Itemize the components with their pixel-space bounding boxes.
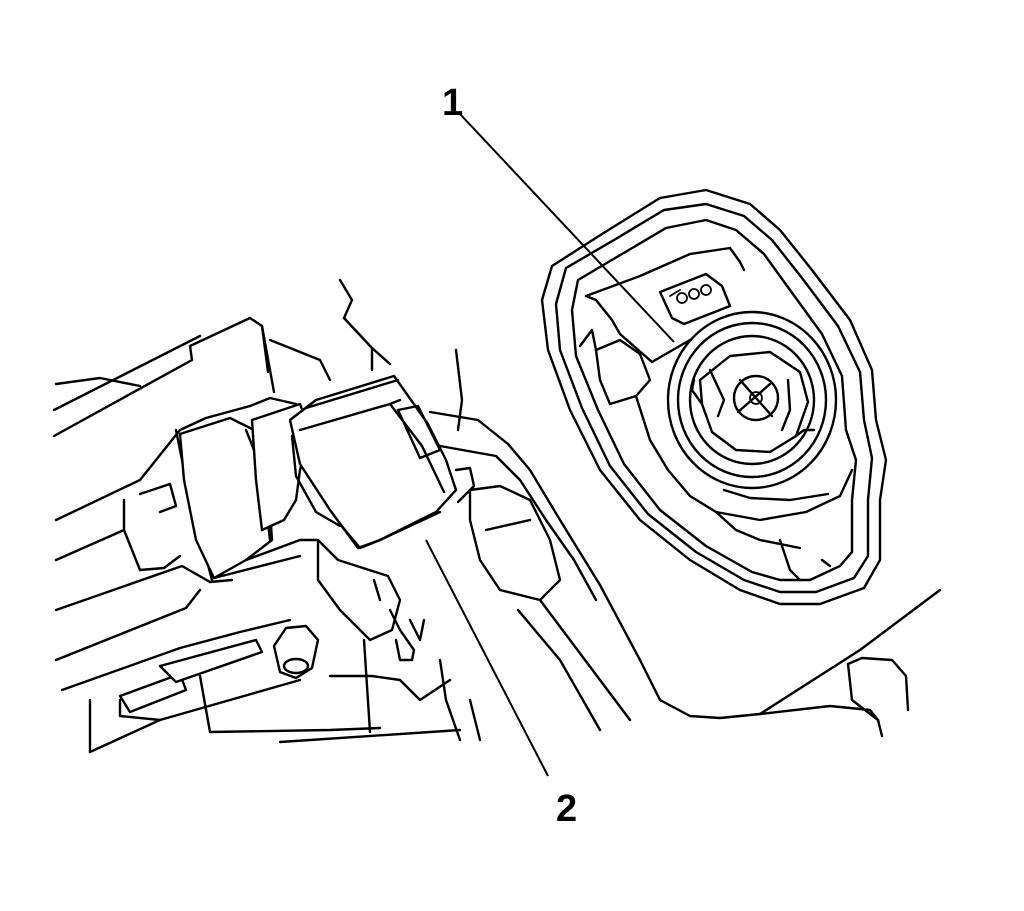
callout-label-2: 2	[556, 788, 578, 830]
sensor-assembly	[540, 188, 888, 606]
electrical-connector	[288, 374, 476, 550]
engine-housing-lines	[338, 278, 942, 742]
leader-line-2	[425, 539, 549, 777]
callout-label-1: 1	[442, 82, 464, 124]
leader-line-1	[459, 113, 675, 343]
